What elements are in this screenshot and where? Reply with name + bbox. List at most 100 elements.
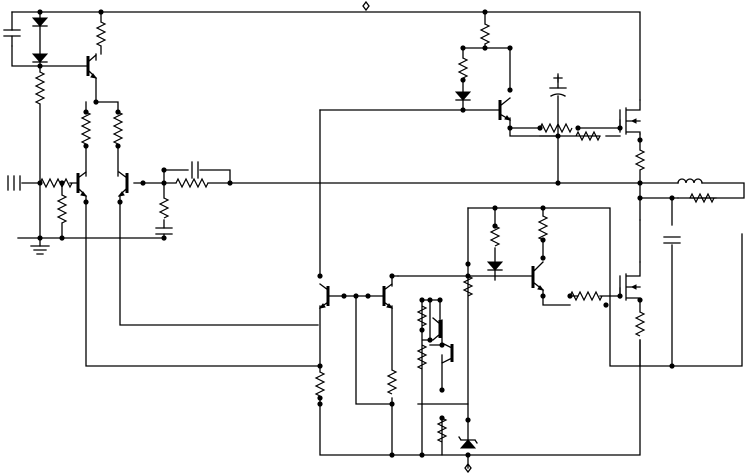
junction-dot (389, 273, 395, 279)
junction-dot (317, 363, 323, 369)
ground-symbol (30, 245, 50, 255)
resistor-r14 (689, 192, 715, 204)
capacitor-c6 (663, 236, 681, 244)
junction-dot (83, 109, 89, 115)
junction-dot (637, 297, 643, 303)
resistor-r18 (634, 311, 646, 337)
junction-dot (439, 415, 445, 421)
junction-dot (161, 235, 167, 241)
resistor-r15 (489, 225, 501, 247)
junction-dot (353, 293, 359, 299)
junction-dot (161, 167, 167, 173)
resistor-r6 (56, 194, 68, 224)
transistor-q2 (76, 171, 88, 197)
junction-dot (427, 337, 433, 343)
junction-dot (575, 125, 581, 131)
junction-dot (637, 180, 643, 186)
capacitor-c4 (155, 227, 173, 235)
junction-dot (341, 293, 347, 299)
junction-dot (637, 195, 643, 201)
junction-dot (439, 342, 445, 348)
resistor-r16 (537, 215, 549, 241)
mosfet-m2 (619, 261, 641, 301)
resistor-r19 (314, 371, 326, 397)
capacitor-c1 (3, 29, 21, 37)
junction-dot (437, 297, 443, 303)
junction-dot (540, 205, 546, 211)
transistor-q7 (382, 283, 394, 309)
mosfet-m1 (619, 99, 641, 135)
resistor-r21 (436, 417, 448, 443)
junction-dot (482, 45, 488, 51)
resistor-r5 (39, 177, 73, 189)
resistor-r4 (112, 111, 124, 145)
junction-dot (603, 302, 609, 308)
resistor-r11 (539, 122, 573, 134)
junction-dot (227, 180, 233, 186)
junction-dot (59, 235, 65, 241)
junction-dot (617, 125, 623, 131)
transistor-q3 (117, 171, 129, 197)
junction-dot (460, 77, 466, 83)
junction-dot (389, 401, 395, 407)
junction-dot (465, 261, 471, 267)
junction-dot (567, 293, 573, 299)
capacitor-c5 (549, 87, 567, 97)
transistor-q6 (318, 283, 330, 309)
junction-dot (507, 125, 513, 131)
capacitor-c2 (13, 175, 21, 191)
diode-d3 (454, 91, 472, 101)
junction-dot (419, 327, 425, 333)
junction-dot (465, 417, 471, 423)
junction-dot (93, 99, 99, 105)
junction-dot (492, 205, 498, 211)
transistors (76, 54, 545, 364)
junction-dot (537, 125, 543, 131)
resistor-r3 (80, 111, 92, 145)
resistor-r13 (634, 149, 646, 171)
junction-dot (465, 273, 471, 279)
junction-dot (492, 223, 498, 229)
junction-dot (317, 395, 323, 401)
capacitor-c3 (191, 161, 199, 179)
resistor-r1 (95, 21, 107, 47)
junction-dot (317, 401, 323, 407)
junction-dot (115, 109, 121, 115)
transistor-q4 (498, 97, 512, 121)
junction-dot (465, 452, 471, 458)
resistor-r20 (386, 369, 398, 395)
transistor-q5 (531, 261, 545, 291)
resistor-r24 (416, 344, 428, 370)
supply-terminal (362, 0, 370, 12)
negative-supply-terminal (464, 462, 472, 473)
resistor-r23 (416, 305, 428, 327)
junction-dot (419, 452, 425, 458)
resistor-r22 (462, 275, 474, 297)
junction-dot (482, 9, 488, 15)
junction-dot (115, 143, 121, 149)
transistor-q1 (86, 54, 98, 79)
junction-dot (540, 255, 546, 261)
resistor-r8 (158, 197, 170, 219)
junction-dot (540, 237, 546, 243)
inductor-l1 (677, 178, 703, 184)
junction-dot (83, 199, 89, 205)
junction-dot (460, 45, 466, 51)
junction-dot (37, 9, 43, 15)
junction-dot (540, 293, 546, 299)
junction-dot (460, 107, 466, 113)
transistor-q8 (432, 317, 442, 341)
diode-d2 (31, 53, 49, 63)
diodes (31, 17, 504, 449)
junction-dot (117, 199, 123, 205)
junction-dot (507, 45, 513, 51)
junction-dots (37, 9, 675, 458)
junction-dot (83, 143, 89, 149)
junction-dot (317, 273, 323, 279)
diode-d1 (31, 17, 49, 27)
junction-dot (617, 293, 623, 299)
junction-dot (439, 387, 445, 393)
resistor-r17 (569, 290, 603, 302)
capacitors (3, 29, 681, 244)
